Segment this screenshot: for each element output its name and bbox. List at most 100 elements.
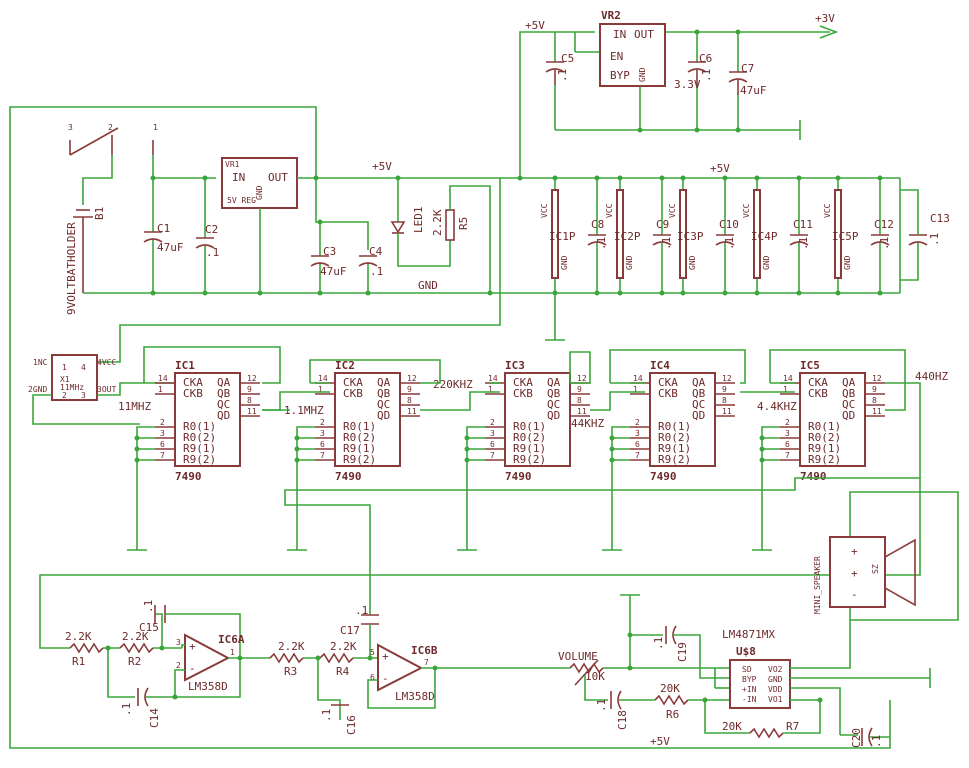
- svg-text:9: 9: [872, 385, 877, 394]
- c5-name: C5: [561, 52, 574, 65]
- ic2-name: IC2: [335, 359, 355, 372]
- ic4-part: 7490: [650, 470, 677, 483]
- ic2-ckb: CKB: [343, 387, 363, 400]
- c19-name: C19: [676, 642, 689, 662]
- c12-value: .1: [878, 237, 891, 250]
- svg-text:7: 7: [635, 451, 640, 460]
- ic2-qd: QD: [377, 409, 390, 422]
- ic4p-name: IC4P: [751, 230, 778, 243]
- svg-text:12: 12: [722, 374, 732, 383]
- ic4-name: IC4: [650, 359, 670, 372]
- c1-name: C1: [157, 222, 170, 235]
- ic2-r01: R0(1): [343, 420, 376, 433]
- ic1-r02: R0(2): [183, 431, 216, 444]
- c1-value: 47uF: [157, 241, 184, 254]
- plus-5v-bot-label: +5V: [650, 735, 670, 748]
- x1-freq: 11MHz: [60, 383, 84, 392]
- ic5-freq: 4.4KHZ: [757, 400, 797, 413]
- ic6a-name: IC6A: [218, 633, 245, 646]
- svg-text:2: 2: [160, 418, 165, 427]
- ic1-cka: CKA: [183, 376, 203, 389]
- ic4-qd: QD: [692, 409, 705, 422]
- c15-name: C15: [139, 621, 159, 634]
- counter-chain-wiring: [262, 349, 921, 615]
- svg-text:3: 3: [490, 429, 495, 438]
- ic6b-part: LM358D: [395, 690, 435, 703]
- lm4871-amplifier: [729, 659, 791, 709]
- ic1-qa: QA: [217, 376, 231, 389]
- c6-value: .1: [700, 69, 713, 82]
- svg-text:9: 9: [722, 385, 727, 394]
- x1-pin3: 3: [81, 391, 86, 400]
- mini-speaker: [829, 536, 886, 608]
- lm4871-part: LM4871MX: [722, 628, 775, 641]
- svg-text:8: 8: [872, 396, 877, 405]
- ic5p-gnd: GND: [843, 255, 852, 270]
- svg-text:8: 8: [247, 396, 252, 405]
- ic1-name: IC1: [175, 359, 195, 372]
- c10-value: .1: [723, 237, 736, 250]
- ic3-r91: R9(1): [513, 442, 546, 455]
- svg-text:11: 11: [247, 407, 257, 416]
- c3-value: 47uF: [320, 265, 347, 278]
- volume-value: 10K: [585, 670, 605, 683]
- x1-pin1: 1: [62, 363, 67, 372]
- svg-text:1: 1: [488, 385, 493, 394]
- svg-text:14: 14: [783, 374, 793, 383]
- ic3-qb: QB: [547, 387, 561, 400]
- speaker-plus2: +: [851, 567, 858, 580]
- ic5-out-freq: 440HZ: [915, 370, 948, 383]
- x1-pin4: 4: [81, 363, 86, 372]
- c12-name: C12: [874, 218, 894, 231]
- ic5-qb: QB: [842, 387, 856, 400]
- svg-text:7: 7: [785, 451, 790, 460]
- ic1-ckb: CKB: [183, 387, 203, 400]
- ic5-r02: R0(2): [808, 431, 841, 444]
- u8-nin: -IN: [742, 695, 757, 704]
- svg-text:8: 8: [407, 396, 412, 405]
- c2-value: .1: [206, 246, 219, 259]
- vr2-in-label: IN: [613, 28, 626, 41]
- r1-value: 2.2K: [65, 630, 92, 643]
- svg-text:12: 12: [872, 374, 882, 383]
- ic4-ckb: CKB: [658, 387, 678, 400]
- u8-name: U$8: [736, 645, 756, 658]
- x1-name: X1: [60, 375, 70, 384]
- vr2-byp-label: BYP: [610, 69, 630, 82]
- ic1p-power-block: [551, 189, 559, 279]
- ic3p-vcc: VCC: [668, 203, 677, 218]
- vr1-name: VR1: [225, 160, 240, 169]
- ic1-r91: R9(1): [183, 442, 216, 455]
- ic6b-pin7: 7: [424, 658, 429, 667]
- ic3-name: IC3: [505, 359, 525, 372]
- c13-value: .1: [928, 233, 941, 246]
- ic3-part: 7490: [505, 470, 532, 483]
- svg-text:2: 2: [635, 418, 640, 427]
- x1-gnd: 2GND: [28, 385, 47, 394]
- svg-text:1: 1: [783, 385, 788, 394]
- vr2-name: VR2: [601, 9, 621, 22]
- x1-crystal: [51, 354, 98, 401]
- c11-value: .1: [797, 237, 810, 250]
- ic3-r92: R9(2): [513, 453, 546, 466]
- r4-name: R4: [336, 665, 350, 678]
- svg-text:14: 14: [318, 374, 328, 383]
- x1-oscillator: 1 4 X1 11MHz 2 3 1NC 4VCC 2GND 3OUT: [28, 178, 501, 425]
- c17-name: C17: [340, 624, 360, 637]
- svg-text:3: 3: [785, 429, 790, 438]
- decoupling-row: +5V: [517, 162, 901, 341]
- vr2-en-label: EN: [610, 50, 623, 63]
- ic6a-minus: -: [189, 662, 196, 675]
- svg-text:11: 11: [577, 407, 587, 416]
- speaker-plus1: +: [851, 545, 858, 558]
- ic6a-pin3: 3: [176, 638, 181, 647]
- v33-label: 3.3V: [674, 78, 701, 91]
- c7-name: C7: [741, 62, 754, 75]
- svg-text:7: 7: [320, 451, 325, 460]
- svg-text:6: 6: [785, 440, 790, 449]
- ic5-qa: QA: [842, 376, 856, 389]
- ic-power-pins: IC1PVCCGNDC8.1IC2PVCCGNDC9.1IC3PVCCGNDC1…: [540, 175, 950, 296]
- ic2-qc: QC: [377, 398, 390, 411]
- r7-name: R7: [786, 720, 799, 733]
